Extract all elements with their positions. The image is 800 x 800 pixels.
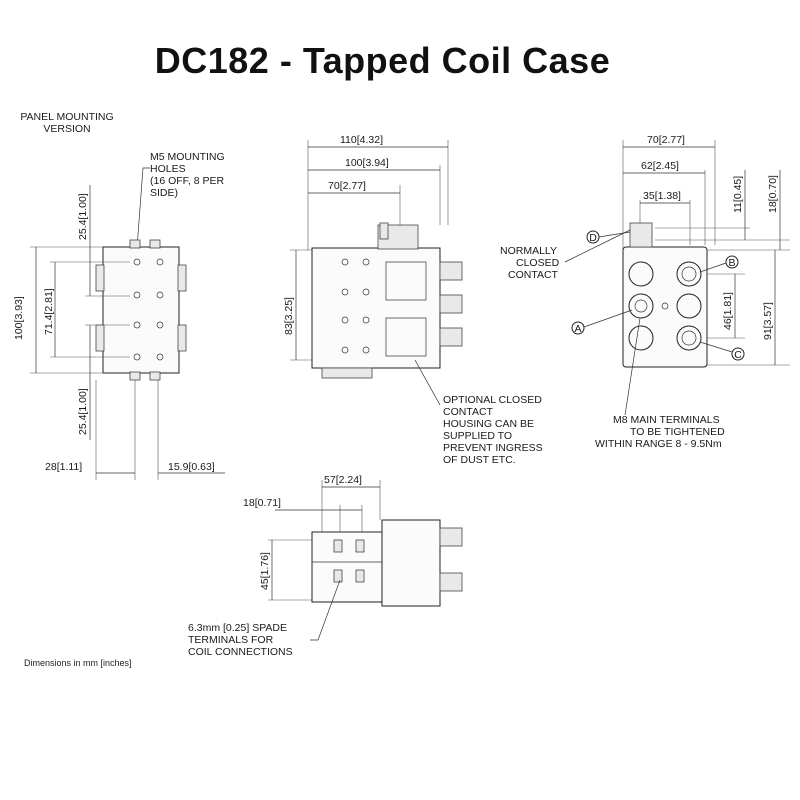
panel-version-label-2: VERSION <box>43 123 90 135</box>
coil-spade-terminals <box>333 539 365 583</box>
spade-terminal <box>149 239 161 249</box>
dim-15-9: 15.9[0.63] <box>168 461 215 473</box>
callout-a: A <box>574 323 581 335</box>
dim-46: 46[1.81] <box>722 292 734 330</box>
contactor-body-panel <box>102 246 180 374</box>
end-view: 70[2.77] 62[2.45] 35[1.38] 91[3.57] 46[1… <box>500 134 790 450</box>
optional-housing-label-6: OF DUST ETC. <box>443 454 516 466</box>
dim-18-end: 18[0.70] <box>767 175 779 213</box>
main-terminals-label-1: M8 MAIN TERMINALS <box>613 414 720 426</box>
normally-closed-label-3: CONTACT <box>508 269 559 281</box>
panel-tab <box>177 324 187 352</box>
mounting-holes-label-1: M5 MOUNTING <box>150 151 225 163</box>
dim-57: 57[2.24] <box>324 474 362 486</box>
dim-70-side: 70[2.77] <box>328 180 366 192</box>
contact-body-bottom <box>381 519 441 607</box>
mounting-holes-grid <box>133 258 164 361</box>
dim-100-side: 100[3.94] <box>345 157 389 169</box>
spade-label-1: 6.3mm [0.25] SPADE <box>188 622 287 634</box>
mounting-holes-label-4: SIDE) <box>150 187 178 199</box>
main-terminal-stud <box>439 527 463 547</box>
dim-35: 35[1.38] <box>643 190 681 202</box>
main-terminals-label-3: WITHIN RANGE 8 - 9.5Nm <box>595 438 722 450</box>
main-terminal-stud <box>439 572 463 592</box>
spade-label-3: COIL CONNECTIONS <box>188 646 293 658</box>
dim-62: 62[2.45] <box>641 160 679 172</box>
panel-mounting-view: PANEL MOUNTING VERSION M5 MOUNTING HOLES… <box>13 111 225 480</box>
spade-terminal <box>129 371 141 381</box>
drawing-title: DC182 - Tapped Coil Case <box>154 40 611 81</box>
optional-housing-label-2: CONTACT <box>443 406 494 418</box>
callout-b: B <box>728 257 735 269</box>
optional-housing-label-3: HOUSING CAN BE <box>443 418 534 430</box>
side-view: 110[4.32] 100[3.94] 70[2.77] 83[3.25] OP… <box>283 134 543 466</box>
main-terminal-stud <box>439 294 463 314</box>
panel-tab <box>95 264 105 292</box>
dim-18: 18[0.71] <box>243 497 281 509</box>
optional-housing-label-1: OPTIONAL CLOSED <box>443 394 542 406</box>
callout-d: D <box>589 232 597 244</box>
callout-c-circle <box>731 347 745 361</box>
spade-terminal <box>149 371 161 381</box>
side-mounting-holes <box>341 258 370 354</box>
dim-70-end: 70[2.77] <box>647 134 685 146</box>
panel-tab <box>177 264 187 292</box>
dim-71-4: 71.4[2.81] <box>43 288 55 335</box>
spade-label-2: TERMINALS FOR <box>188 634 274 646</box>
contact-window <box>385 317 427 357</box>
normally-closed-contact-end <box>629 222 653 248</box>
contactor-body-side <box>311 247 441 369</box>
callout-b-circle <box>725 255 739 269</box>
dim-28: 28[1.11] <box>45 461 82 473</box>
callout-c: C <box>734 349 742 361</box>
normally-closed-label-1: NORMALLY <box>500 245 557 257</box>
dim-25-4-bot: 25.4[1.00] <box>77 388 89 435</box>
main-terminals-label-2: TO BE TIGHTENED <box>630 426 725 438</box>
callout-a-circle <box>571 321 585 335</box>
end-view-terminals <box>628 261 702 351</box>
spade-leader <box>310 579 341 641</box>
dim-83: 83[3.25] <box>283 297 295 335</box>
mounting-holes-label-3: (16 OFF, 8 PER <box>150 175 225 187</box>
spade-terminal <box>129 239 141 249</box>
panel-tab <box>95 324 105 352</box>
mounting-holes-leader <box>136 167 150 249</box>
normally-closed-label-2: CLOSED <box>516 257 560 269</box>
main-terminal-leader <box>624 317 641 416</box>
optional-housing-label-5: PREVENT INGRESS <box>443 442 543 454</box>
contact-window <box>385 261 427 301</box>
main-terminal-stud <box>439 327 463 347</box>
panel-version-label-1: PANEL MOUNTING <box>20 111 113 123</box>
terminal-post <box>379 222 389 240</box>
optional-housing-leader <box>414 359 441 406</box>
dim-25-4-top: 25.4[1.00] <box>77 193 89 240</box>
dim-11: 11[0.45] <box>732 176 744 213</box>
main-terminal-stud <box>439 261 463 281</box>
dim-45: 45[1.76] <box>259 552 271 590</box>
dim-91: 91[3.57] <box>762 302 774 340</box>
bottom-view: 57[2.24] 18[0.71] 45[1.76] 6.3mm [0.25] … <box>188 474 463 658</box>
optional-housing-label-4: SUPPLIED TO <box>443 430 512 442</box>
base-flange <box>321 367 373 379</box>
dim-110: 110[4.32] <box>340 134 383 146</box>
mounting-holes-label-2: HOLES <box>150 163 186 175</box>
coil-body-bottom <box>311 531 383 603</box>
dim-100: 100[3.93] <box>13 296 25 340</box>
units-note: Dimensions in mm [inches] <box>24 658 132 668</box>
